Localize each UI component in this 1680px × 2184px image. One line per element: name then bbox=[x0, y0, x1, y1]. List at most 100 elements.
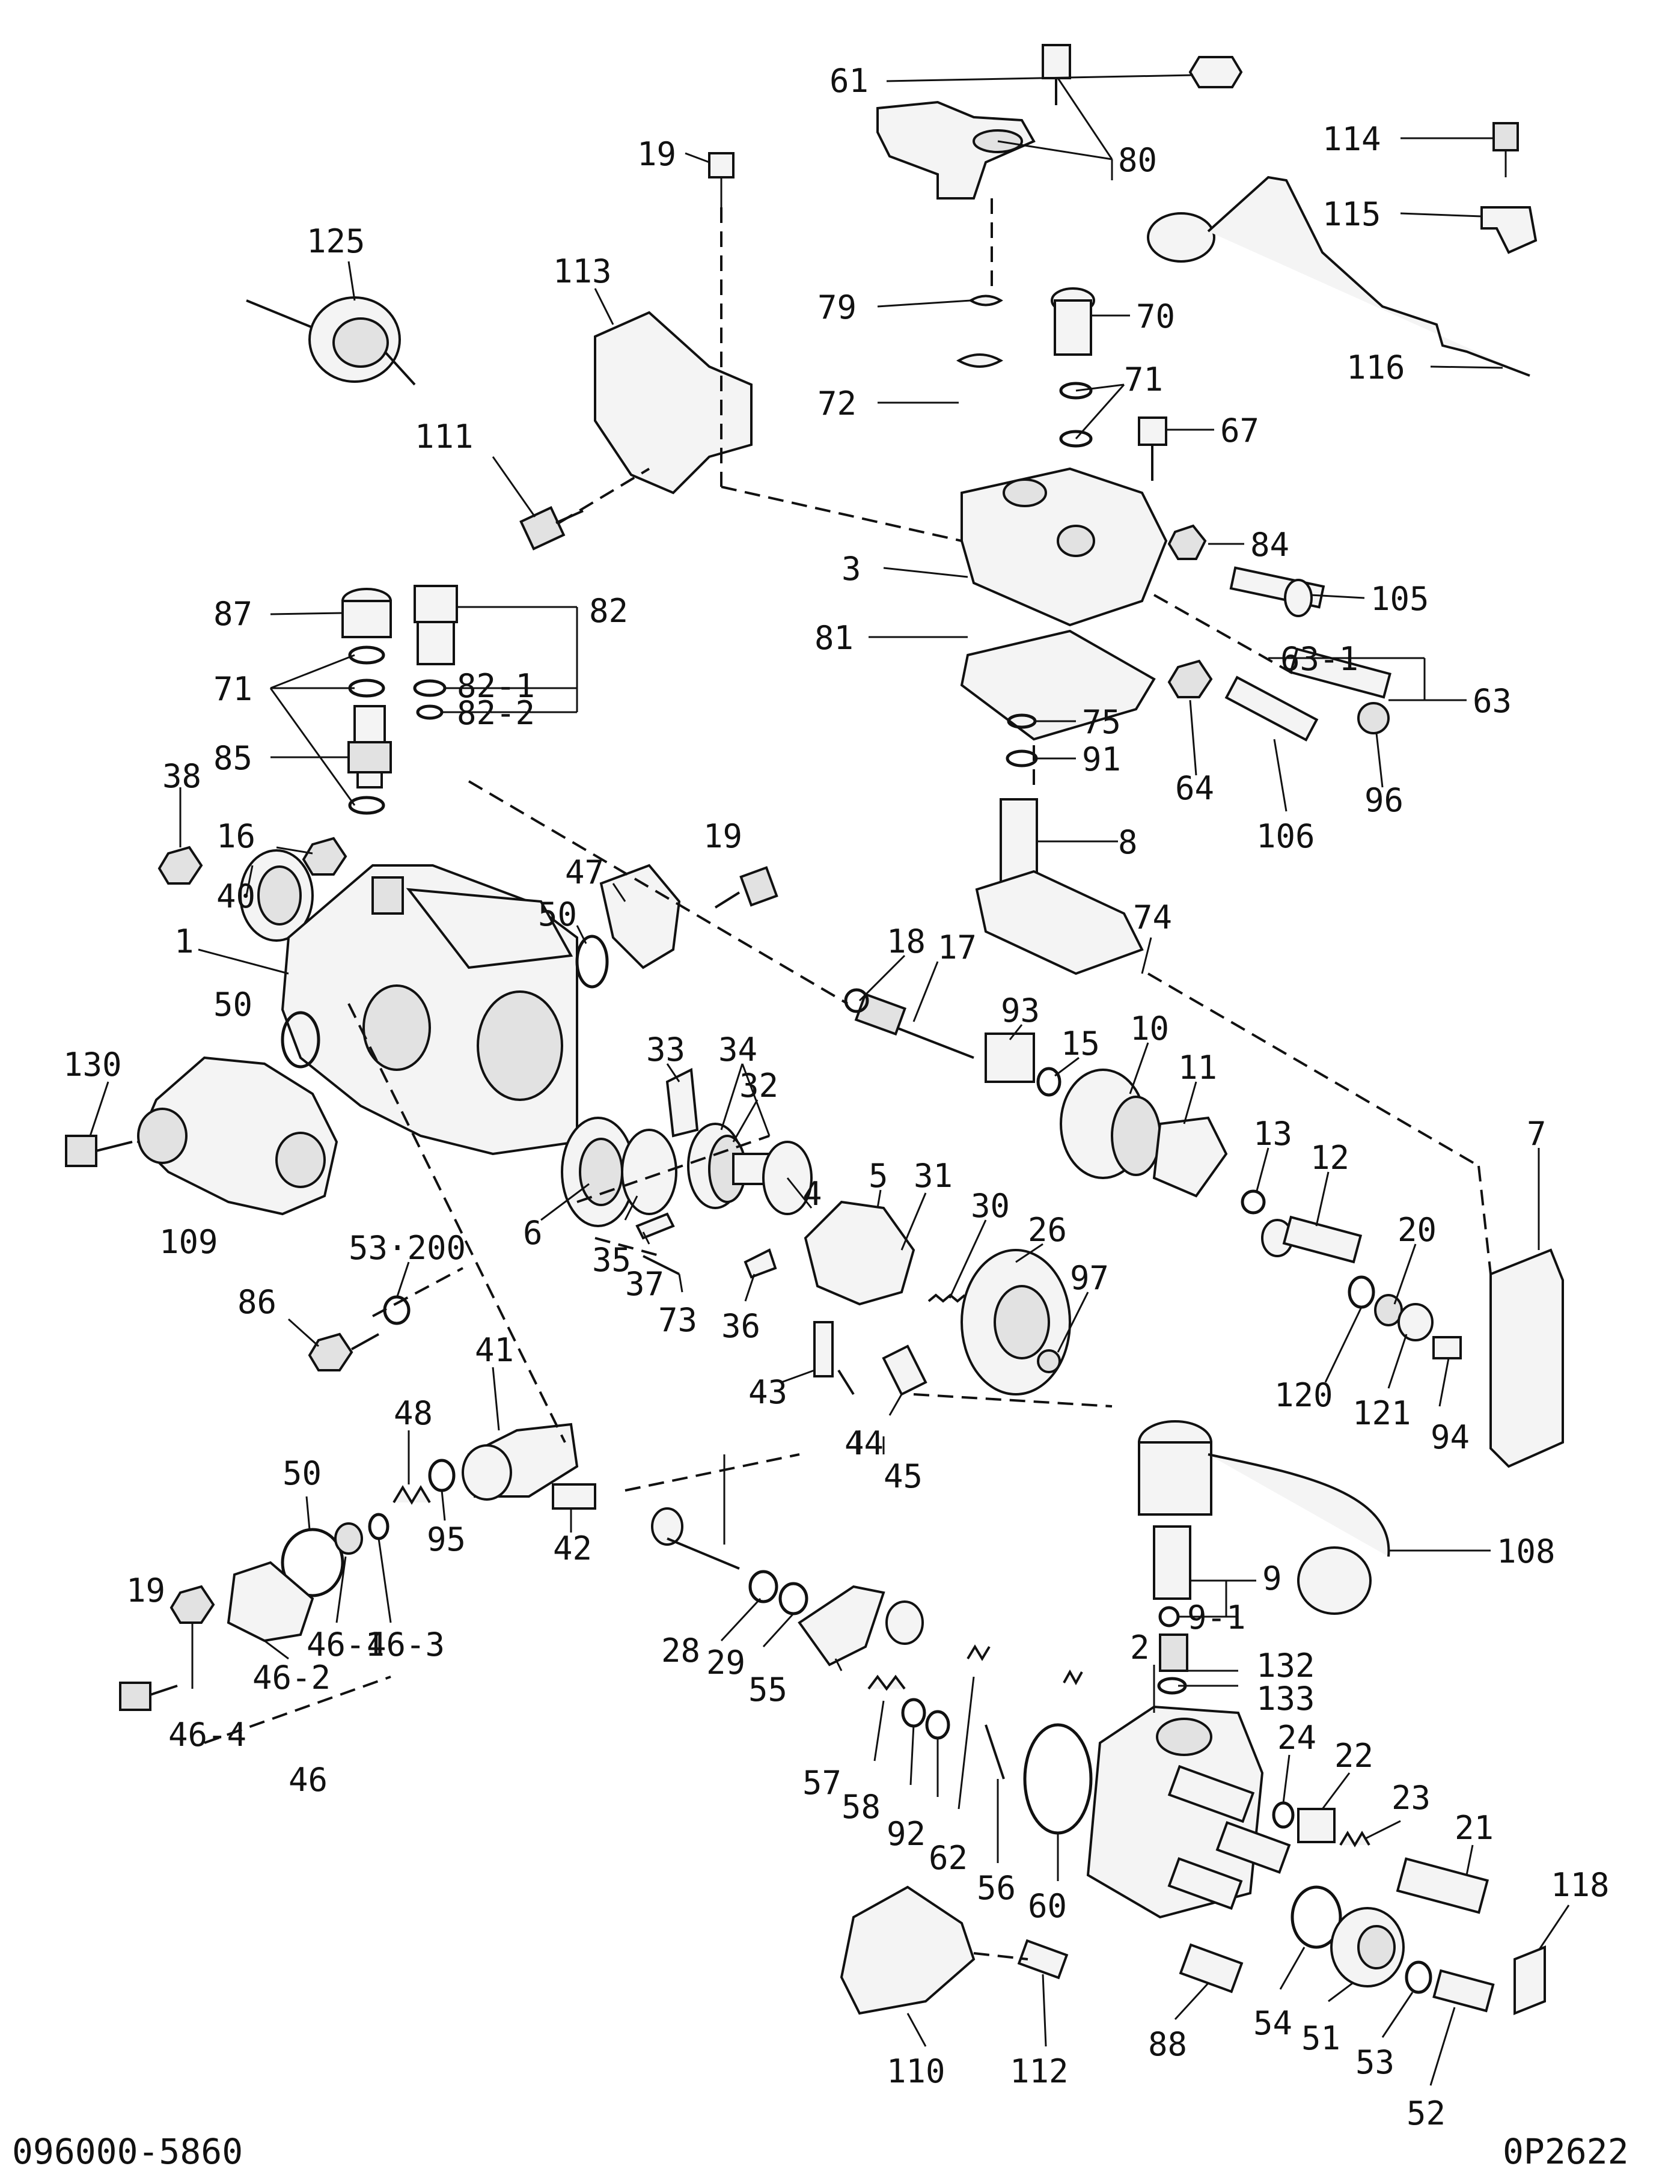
bolt-111 bbox=[519, 506, 584, 551]
springs-57-62 bbox=[867, 1644, 1083, 1691]
o-ring-60 bbox=[1023, 1723, 1093, 1835]
label-71-left: 71 bbox=[213, 670, 252, 708]
bolt-130 bbox=[65, 1135, 133, 1167]
label-35: 35 bbox=[592, 1241, 631, 1279]
label-110: 110 bbox=[887, 2052, 945, 2090]
screw-19-mid bbox=[714, 866, 778, 909]
label-82-2: 82-2 bbox=[457, 694, 535, 732]
governor-lever-assembly bbox=[876, 44, 1243, 200]
label-41: 41 bbox=[475, 1331, 514, 1369]
coupling-35 bbox=[621, 1129, 677, 1215]
nut-84 bbox=[1167, 524, 1207, 560]
pump-housing-1 bbox=[281, 864, 578, 1156]
label-53-200: 53·200 bbox=[349, 1229, 466, 1267]
block-11 bbox=[1152, 1116, 1228, 1198]
label-108: 108 bbox=[1497, 1533, 1556, 1570]
label-2: 2 bbox=[1130, 1629, 1150, 1667]
cover-7 bbox=[1489, 1248, 1564, 1468]
o-ring-50-left bbox=[281, 1011, 320, 1069]
label-26: 26 bbox=[1028, 1211, 1067, 1249]
label-75: 75 bbox=[1082, 703, 1121, 741]
pins-43-44-45 bbox=[813, 1321, 927, 1396]
label-21: 21 bbox=[1455, 1809, 1494, 1847]
label-47: 47 bbox=[565, 853, 604, 891]
label-4: 4 bbox=[802, 1175, 822, 1213]
footer-left-code: 096000-5860 bbox=[12, 2131, 243, 2172]
timer-housing-109 bbox=[136, 1056, 338, 1216]
gear-10 bbox=[1060, 1069, 1161, 1179]
distributor-head-2 bbox=[1086, 1705, 1291, 1919]
screw-67 bbox=[1138, 416, 1167, 481]
label-61: 61 bbox=[829, 62, 869, 100]
label-50-lower: 50 bbox=[283, 1454, 322, 1492]
label-3: 3 bbox=[842, 550, 861, 588]
label-116: 116 bbox=[1346, 349, 1405, 386]
label-9: 9 bbox=[1262, 1560, 1282, 1597]
label-115: 115 bbox=[1322, 195, 1381, 233]
label-24: 24 bbox=[1277, 1719, 1316, 1757]
label-30: 30 bbox=[971, 1187, 1010, 1225]
label-96: 96 bbox=[1364, 781, 1404, 819]
washers-58-92 bbox=[901, 1698, 950, 1740]
solenoid-108 bbox=[1138, 1420, 1390, 1615]
label-12: 12 bbox=[1310, 1139, 1349, 1177]
label-23: 23 bbox=[1391, 1779, 1431, 1817]
label-80: 80 bbox=[1118, 141, 1157, 179]
bracket-110 bbox=[840, 1885, 976, 2015]
label-71-top: 71 bbox=[1124, 361, 1163, 398]
bracket-113 bbox=[594, 311, 753, 495]
pin-42 bbox=[552, 1483, 596, 1510]
label-32: 32 bbox=[739, 1067, 778, 1105]
bracket-115 bbox=[1480, 206, 1538, 254]
gasket-81 bbox=[960, 629, 1156, 741]
label-46-2: 46-2 bbox=[252, 1659, 331, 1697]
washer-53-200 bbox=[383, 1295, 411, 1325]
label-63: 63 bbox=[1473, 682, 1512, 720]
washer-95 bbox=[428, 1459, 456, 1492]
label-130: 130 bbox=[63, 1046, 122, 1084]
label-6: 6 bbox=[523, 1214, 543, 1252]
label-111: 111 bbox=[415, 418, 474, 456]
label-113: 113 bbox=[553, 252, 612, 290]
check-valve-parts bbox=[1272, 1801, 1489, 1914]
label-10: 10 bbox=[1130, 1010, 1169, 1048]
fitting-132 bbox=[1159, 1633, 1188, 1672]
label-72: 72 bbox=[817, 385, 857, 422]
label-93: 93 bbox=[1001, 992, 1040, 1029]
label-22: 22 bbox=[1334, 1737, 1373, 1775]
roller-ring-4 bbox=[732, 1141, 813, 1215]
label-15: 15 bbox=[1061, 1025, 1100, 1063]
ring-15 bbox=[1036, 1067, 1061, 1097]
label-70: 70 bbox=[1136, 297, 1175, 335]
nuts-38-16 bbox=[157, 837, 347, 885]
label-46: 46 bbox=[289, 1761, 328, 1799]
label-28: 28 bbox=[661, 1632, 700, 1670]
ring-9-1 bbox=[1158, 1606, 1180, 1627]
plate-33 bbox=[665, 1067, 699, 1138]
label-19-top: 19 bbox=[637, 135, 676, 173]
label-38: 38 bbox=[162, 757, 201, 795]
label-7: 7 bbox=[1527, 1115, 1547, 1153]
lever-assembly-8 bbox=[975, 798, 1144, 975]
label-55: 55 bbox=[748, 1671, 787, 1709]
screw-114 bbox=[1492, 122, 1519, 177]
plate-55 bbox=[798, 1585, 885, 1667]
label-81: 81 bbox=[814, 619, 854, 657]
label-74: 74 bbox=[1133, 898, 1172, 936]
bracket-118 bbox=[1514, 1945, 1546, 2015]
label-13: 13 bbox=[1253, 1115, 1292, 1153]
label-87: 87 bbox=[213, 595, 252, 633]
nut-64 bbox=[1167, 659, 1213, 698]
label-9-1: 9-1 bbox=[1187, 1599, 1246, 1636]
label-86: 86 bbox=[237, 1283, 276, 1321]
label-109: 109 bbox=[159, 1223, 218, 1261]
washer-91 bbox=[1006, 749, 1038, 767]
label-85: 85 bbox=[213, 739, 252, 777]
collar bbox=[885, 1600, 924, 1645]
cap-96 bbox=[1357, 702, 1390, 734]
diaphragm-125 bbox=[246, 296, 416, 386]
label-84: 84 bbox=[1250, 526, 1289, 564]
label-45: 45 bbox=[884, 1457, 923, 1495]
governor-cover-3 bbox=[961, 467, 1168, 627]
bolt-52 bbox=[1432, 1969, 1495, 2013]
